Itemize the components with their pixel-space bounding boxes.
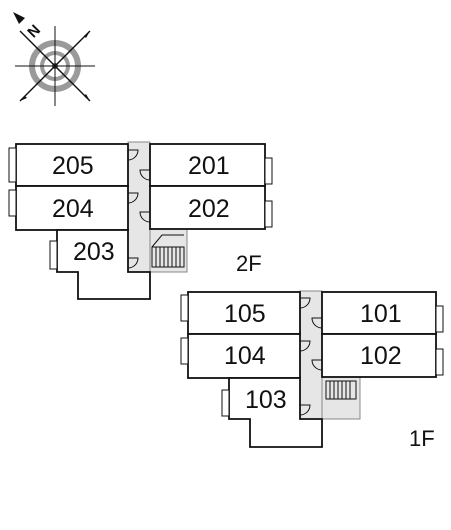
room-103-label: 103 <box>245 386 287 414</box>
balcony-202 <box>264 200 273 228</box>
room-201 <box>149 143 266 187</box>
room-205 <box>15 143 129 187</box>
balcony-204 <box>8 189 17 217</box>
room-101-label: 101 <box>360 300 402 328</box>
balcony-205 <box>8 147 17 183</box>
balcony-102 <box>435 348 444 376</box>
balcony-105 <box>180 294 189 322</box>
balcony-103 <box>221 389 230 417</box>
floor-2f: 205 201 204 202 203 2F <box>8 141 273 300</box>
corridor-1f <box>299 290 323 420</box>
room-101 <box>321 291 437 335</box>
floor-label-1f: 1F <box>409 426 435 451</box>
room-204 <box>15 185 129 231</box>
room-104-label: 104 <box>224 342 266 370</box>
room-104 <box>187 333 301 379</box>
room-102 <box>321 333 437 378</box>
staircase-2f <box>151 234 185 268</box>
compass-rose-icon <box>13 12 95 106</box>
room-102-label: 102 <box>360 342 402 370</box>
balcony-201 <box>264 157 273 185</box>
room-201-label: 201 <box>188 152 230 180</box>
room-203 <box>56 229 151 300</box>
room-203-label: 203 <box>73 238 115 266</box>
corridor-2f <box>127 141 151 273</box>
floor-1f: 105 101 104 102 103 1F <box>180 290 444 451</box>
doors-1f <box>299 297 323 416</box>
north-arrow-icon <box>13 12 25 24</box>
room-103 <box>228 377 323 448</box>
room-202-label: 202 <box>188 195 230 223</box>
room-204-label: 204 <box>52 195 94 223</box>
room-205-label: 205 <box>52 152 94 180</box>
floor-label-2f: 2F <box>236 251 262 276</box>
balcony-101 <box>435 305 444 333</box>
stair-landing-1f <box>321 376 361 420</box>
room-202 <box>149 185 266 230</box>
room-105-label: 105 <box>224 300 266 328</box>
doors-2f <box>127 149 151 269</box>
staircase-1f <box>325 380 357 400</box>
balcony-203 <box>49 240 58 270</box>
balcony-104 <box>180 337 189 365</box>
